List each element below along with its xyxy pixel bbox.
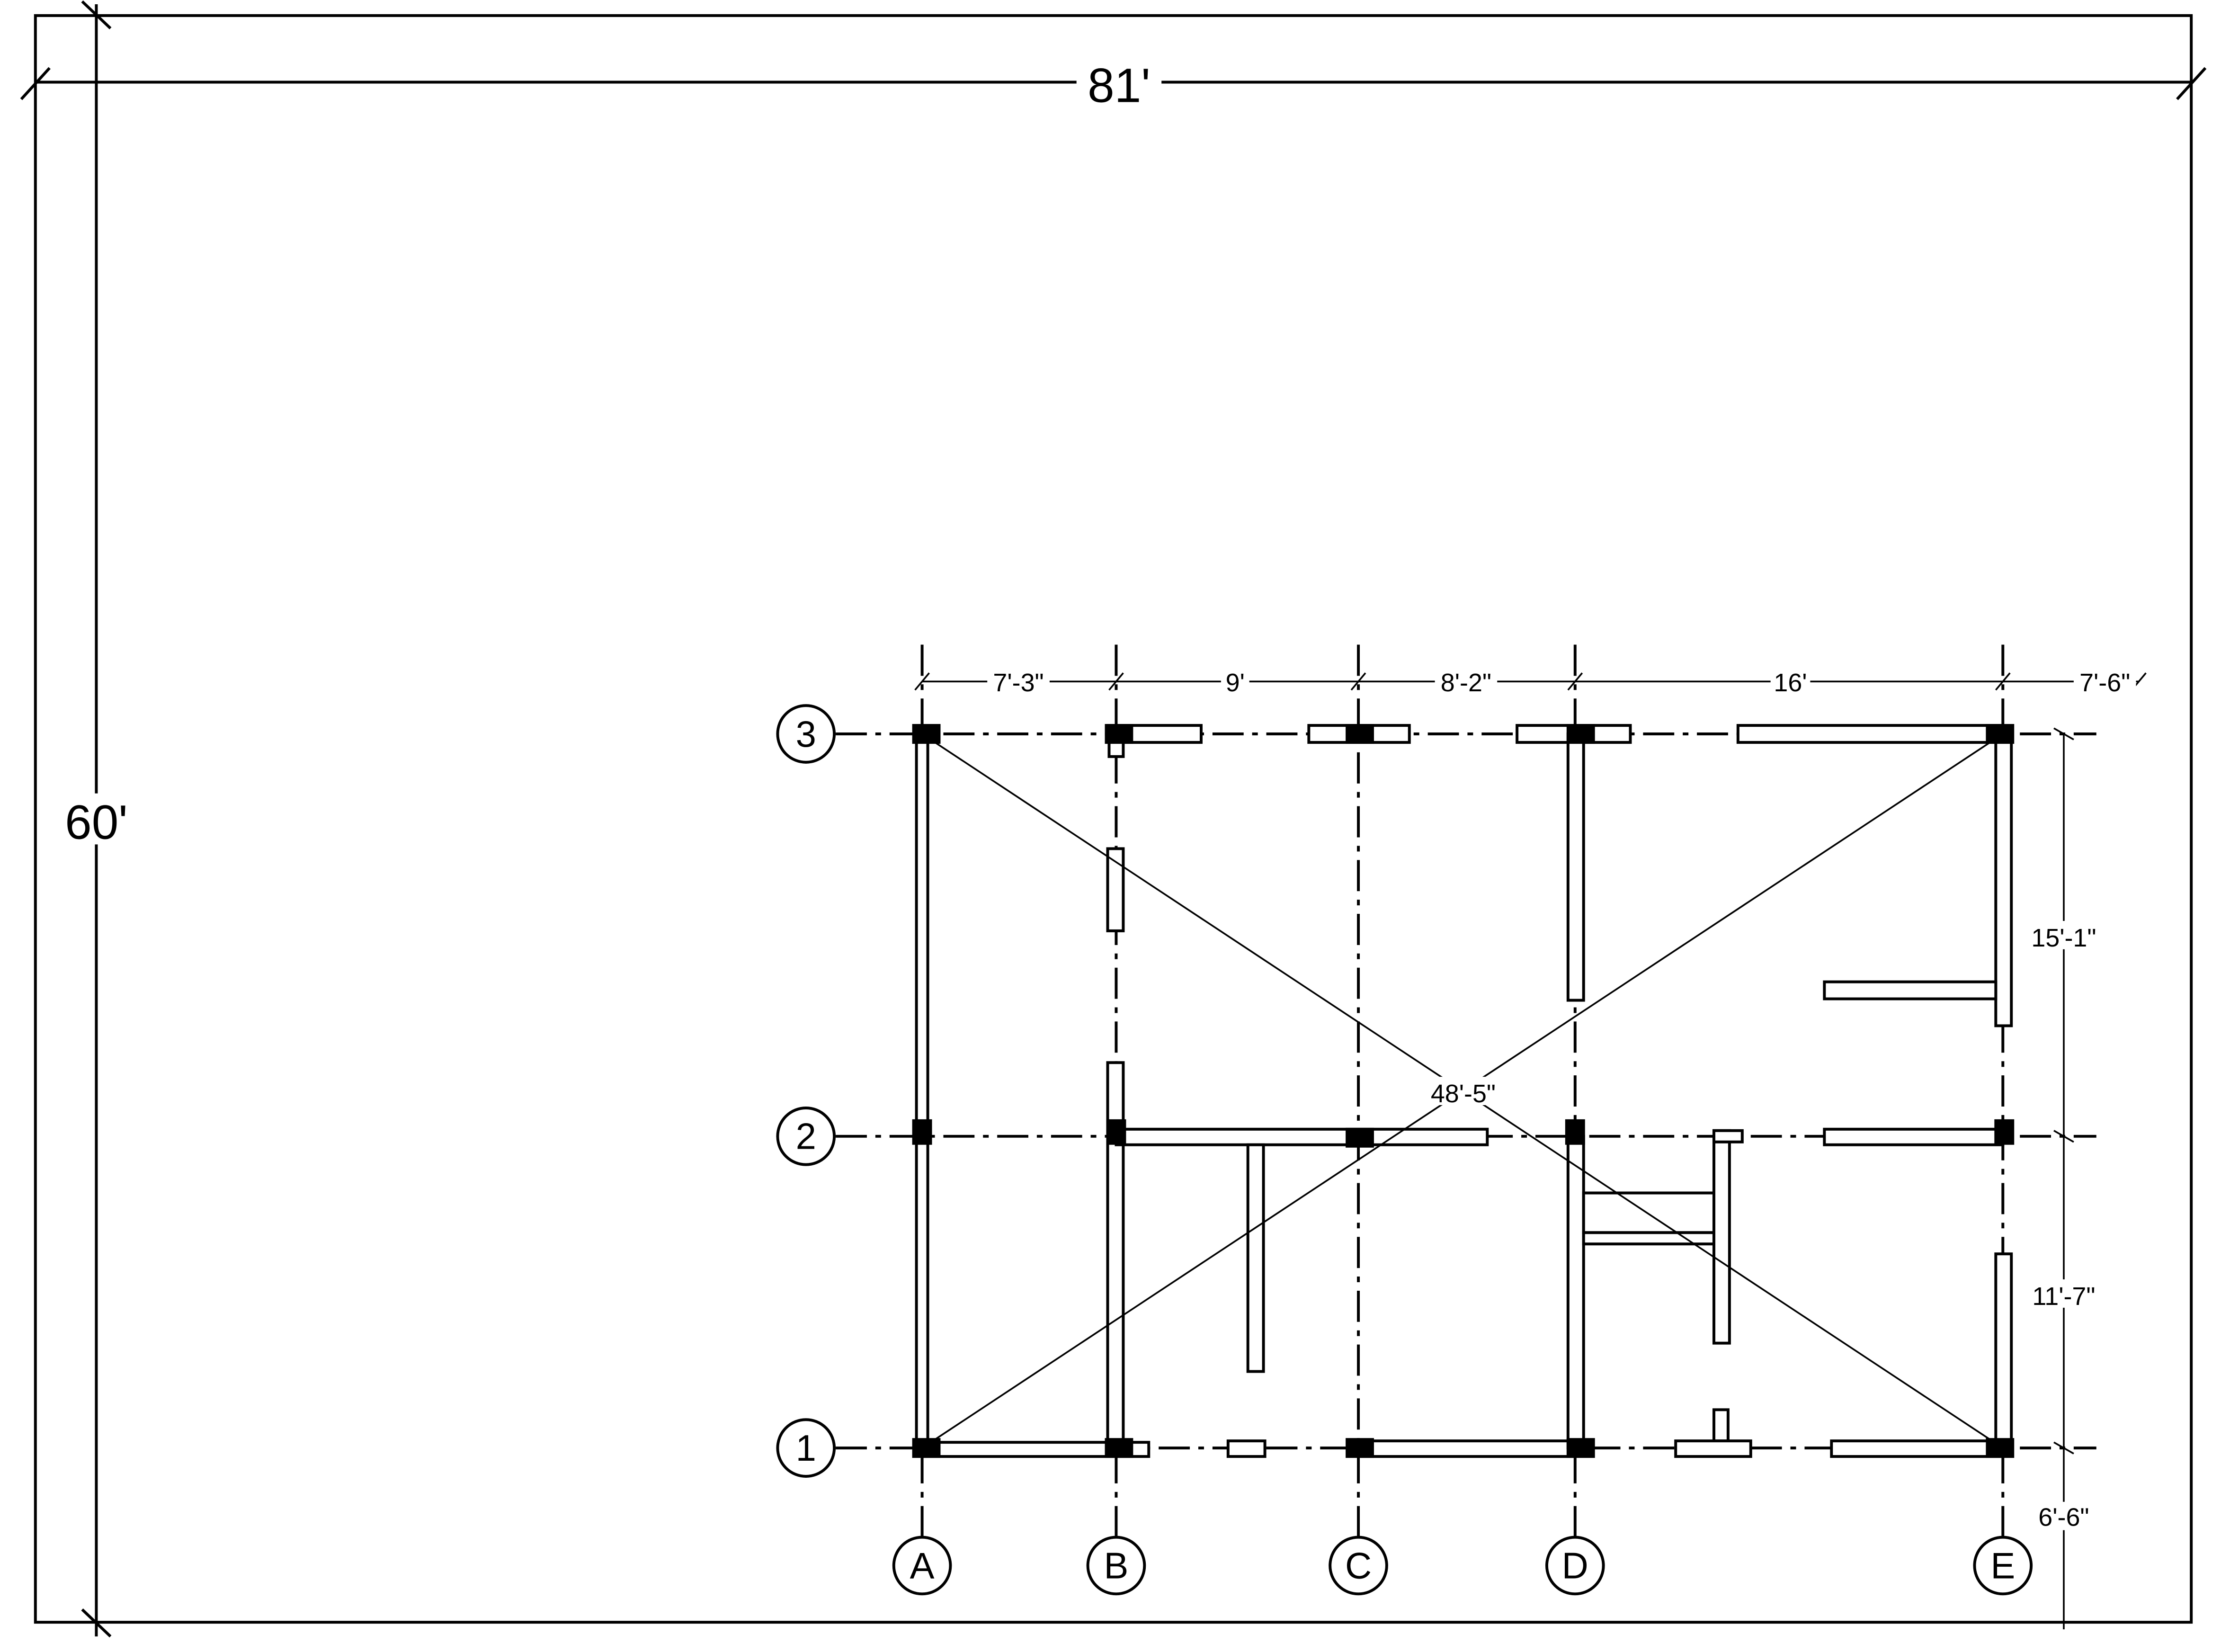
- row-bubble-3: 3: [796, 714, 816, 755]
- columns: [912, 724, 2015, 1458]
- column-bubble-b: B: [1104, 1545, 1129, 1586]
- column-bubble-c: C: [1345, 1545, 1372, 1586]
- dim-row-2-1: 11'-7": [2032, 1282, 2095, 1311]
- overall-width-label: 81': [1088, 58, 1151, 112]
- dim-b-c: 9': [1226, 669, 1245, 697]
- row-bubbles: 3 2 1: [776, 704, 836, 1478]
- column-bubble-a: A: [910, 1545, 935, 1586]
- overall-width-dimension: 81': [20, 56, 2207, 112]
- column-bubbles: A B C D E: [892, 1536, 2033, 1596]
- column-bubble-e: E: [1990, 1545, 2015, 1586]
- diagonal-measure: 48'-5": [921, 733, 2004, 1449]
- row-bubble-2: 2: [796, 1116, 816, 1157]
- overall-height-label: 60': [65, 795, 128, 849]
- diagonal-label: 48'-5": [1431, 1080, 1496, 1108]
- dim-a-b: 7'-3": [993, 669, 1044, 697]
- overall-height-dimension: 60': [54, 0, 139, 1638]
- column-bubble-d: D: [1562, 1545, 1588, 1586]
- right-dimension-chain: 15'-1" 11'-7" 6'-6": [2023, 727, 2105, 1630]
- dim-row-3-2: 15'-1": [2031, 924, 2096, 952]
- walls: [915, 724, 2013, 1458]
- top-dimension-chain: 7'-3" 9' 8'-2" 16' 7'-6": [914, 652, 2192, 697]
- dim-e-edge: 7'-6": [2079, 669, 2130, 697]
- dim-d-e: 16': [1774, 669, 1807, 697]
- dim-c-d: 8'-2": [1441, 669, 1491, 697]
- sheet-border: [34, 14, 2193, 1624]
- row-bubble-1: 1: [796, 1428, 816, 1469]
- dim-row-1-edge: 6'-6": [2038, 1503, 2089, 1532]
